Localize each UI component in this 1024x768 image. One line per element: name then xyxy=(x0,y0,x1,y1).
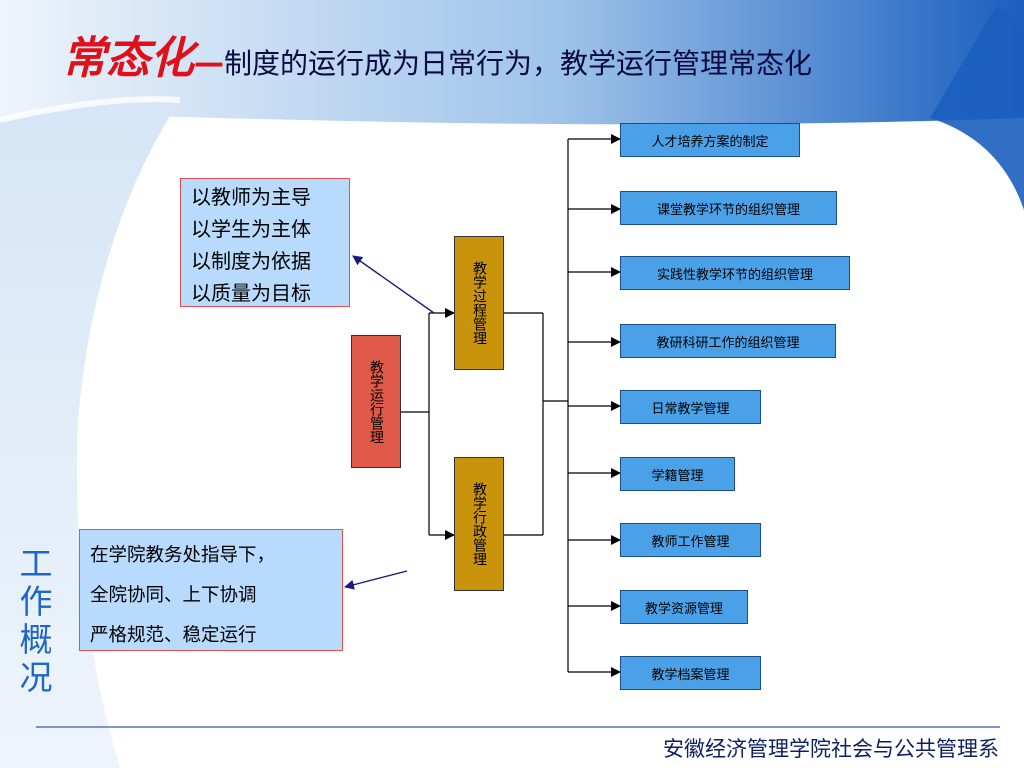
item-teaching-resources: 教学资源管理 xyxy=(620,590,748,624)
item-research-work: 教研科研工作的组织管理 xyxy=(620,324,836,358)
guidance-line: 全院协同、上下协调 xyxy=(90,585,257,606)
slide-title: 常态化—制度的运行成为日常行为，教学运行管理常态化 xyxy=(62,22,812,86)
principle-line: 以教师为主导 xyxy=(191,185,311,209)
side-label-char: 工 xyxy=(19,544,53,583)
item-classroom-teaching: 课堂教学环节的组织管理 xyxy=(620,191,837,225)
node-teaching-process-management: 教学过程管理 xyxy=(454,236,504,370)
title-emphasis: 常态化 xyxy=(62,33,194,84)
principles-box: 以教师为主导 以学生为主体 以制度为依据 以质量为目标 xyxy=(180,178,350,307)
item-student-records: 学籍管理 xyxy=(620,457,735,491)
footer-institution: 安徽经济管理学院社会与公共管理系 xyxy=(663,737,999,761)
side-label-char: 况 xyxy=(19,658,53,697)
principle-line: 以制度为依据 xyxy=(191,249,311,273)
side-label-char: 概 xyxy=(19,620,53,659)
principle-line: 以学生为主体 xyxy=(191,217,311,241)
item-teaching-archives: 教学档案管理 xyxy=(620,656,761,690)
title-dash: — xyxy=(194,46,224,81)
principle-line: 以质量为目标 xyxy=(191,281,311,305)
item-training-plan: 人才培养方案的制定 xyxy=(620,123,800,157)
item-practical-teaching: 实践性教学环节的组织管理 xyxy=(620,256,850,290)
side-label-char: 作 xyxy=(19,582,53,621)
side-section-label: 工 作 概 况 xyxy=(12,545,60,697)
title-text: 制度的运行成为日常行为，教学运行管理常态化 xyxy=(224,47,813,80)
node-teaching-operation-management: 教学运行管理 xyxy=(351,335,401,468)
guidance-line: 严格规范、稳定运行 xyxy=(90,625,257,646)
item-daily-teaching: 日常教学管理 xyxy=(620,390,761,424)
guidance-line: 在学院教务处指导下， xyxy=(90,545,276,566)
guidance-box: 在学院教务处指导下， 全院协同、上下协调 严格规范、稳定运行 xyxy=(79,529,343,651)
node-teaching-admin-management: 教学行政管理 xyxy=(454,457,504,591)
item-teacher-work: 教师工作管理 xyxy=(620,523,761,557)
